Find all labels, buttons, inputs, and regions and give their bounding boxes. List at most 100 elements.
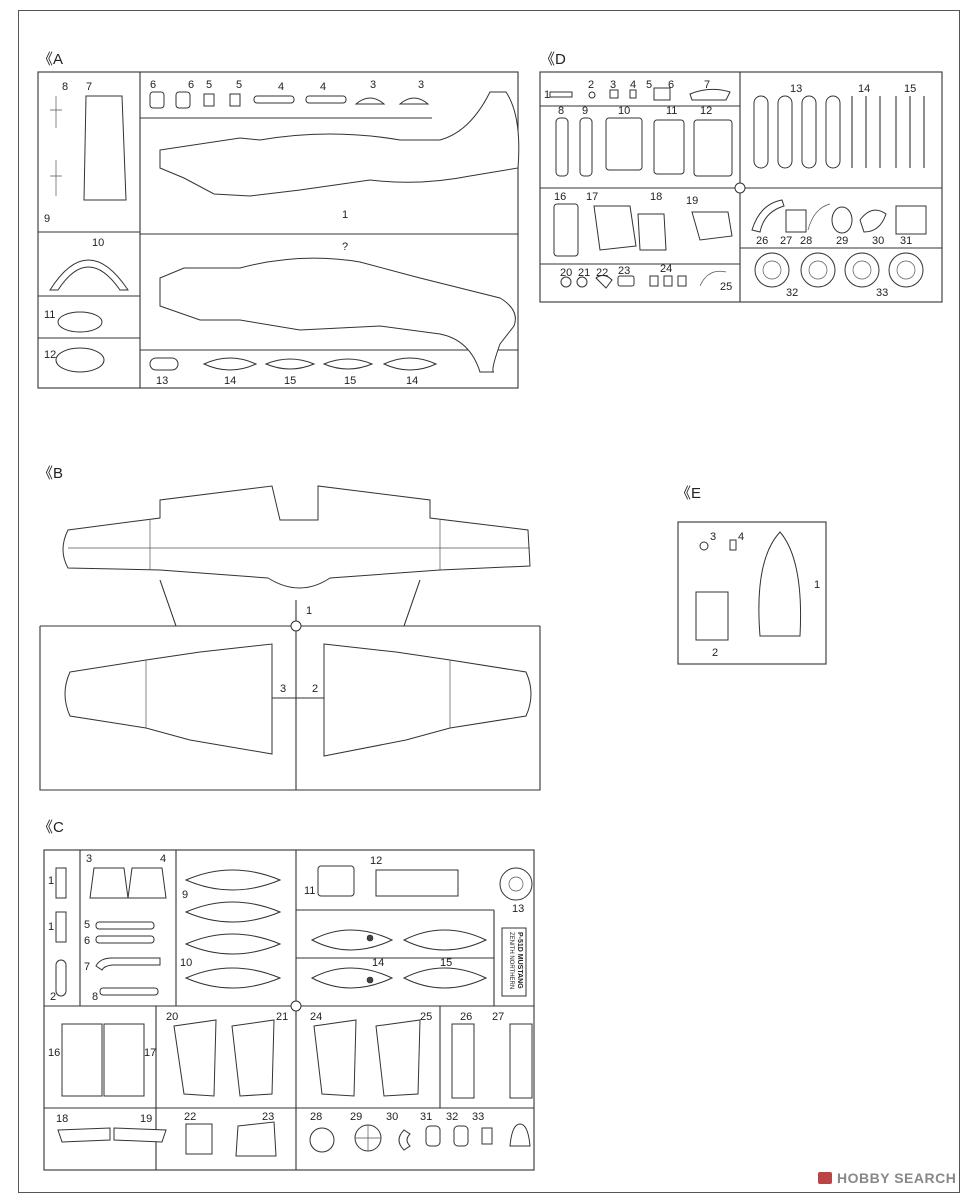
label-d-27: 27: [780, 235, 792, 247]
label-e-2: 2: [712, 647, 718, 659]
label-c-30: 30: [386, 1111, 398, 1123]
part-7-shape: [83, 95, 127, 201]
part-1-lower-wing: [62, 485, 531, 589]
tree-d-guns: [851, 96, 925, 168]
label-a-15a: 15: [284, 375, 296, 387]
tree-b-label: 《B: [38, 465, 63, 482]
label-c-11: 11: [304, 885, 315, 897]
label-a-14b: 14: [406, 375, 418, 387]
label-c-3: 3: [86, 853, 92, 865]
label-d-25: 25: [720, 281, 732, 293]
label-d-31: 31: [900, 235, 912, 247]
part-1-canopy: [758, 531, 802, 637]
tree-d-wheels: [754, 252, 924, 288]
label-a-15b: 15: [344, 375, 356, 387]
label-c-6: 6: [84, 935, 90, 947]
tree-d-frame: [539, 71, 943, 303]
tree-b: 《B 1 3 2: [38, 465, 541, 791]
label-d-29: 29: [836, 235, 848, 247]
tree-c-wheel-wells: [173, 1019, 421, 1097]
label-c-24: 24: [310, 1011, 322, 1023]
label-c-16: 16: [48, 1047, 60, 1059]
label-a-1: 1: [342, 209, 348, 221]
label-a-5b: 5: [236, 79, 242, 91]
label-c-14: 14: [372, 957, 384, 969]
label-d-4: 4: [630, 79, 636, 91]
tree-a-lower-parts: [149, 357, 438, 371]
tree-a-small-parts: [149, 91, 430, 109]
label-d-2: 2: [588, 79, 594, 91]
label-a-5a: 5: [206, 79, 212, 91]
label-c-26: 26: [460, 1011, 472, 1023]
part-1-fuselage-left: [159, 91, 520, 197]
label-d-15: 15: [904, 83, 916, 95]
tree-d-label: 《D: [540, 51, 566, 68]
part-3-upper-wing-left: [64, 643, 273, 755]
label-c-9: 9: [182, 889, 188, 901]
decal-sheet: ZENITH NORTHERN P-51D MUSTANG: [501, 927, 527, 997]
label-d-20: 20: [560, 267, 572, 279]
label-d-32: 32: [786, 287, 798, 299]
label-b-3: 3: [280, 683, 286, 695]
part-11-pilot: [57, 311, 103, 333]
label-c-25: 25: [420, 1011, 432, 1023]
tree-a: 《A: [37, 51, 520, 389]
label-d-26: 26: [756, 235, 768, 247]
label-c-13: 13: [512, 903, 524, 915]
label-c-7: 7: [84, 961, 90, 973]
label-a-10: 10: [92, 237, 104, 249]
tree-c-frame: [43, 849, 535, 1171]
label-a-11: 11: [44, 309, 55, 321]
label-c-19: 19: [140, 1113, 152, 1125]
tree-c-exhausts: [95, 921, 161, 996]
label-a-9: 9: [44, 213, 50, 225]
part-2-fuselage-right: [159, 257, 516, 373]
label-d-6: 6: [668, 79, 674, 91]
tree-c-label: 《C: [38, 819, 64, 836]
label-c-2: 2: [50, 991, 56, 1003]
label-a-3a: 3: [370, 79, 376, 91]
label-b-1: 1: [306, 605, 312, 617]
label-d-33: 33: [876, 287, 888, 299]
label-c-29: 29: [350, 1111, 362, 1123]
label-a-14a: 14: [224, 375, 236, 387]
label-a-6a: 6: [150, 79, 156, 91]
label-e-3: 3: [710, 531, 716, 543]
label-c-10: 10: [180, 957, 192, 969]
label-c-18: 18: [56, 1113, 68, 1125]
label-d-30: 30: [872, 235, 884, 247]
label-a-7: 7: [86, 81, 92, 93]
label-d-16: 16: [554, 191, 566, 203]
label-d-24: 24: [660, 263, 672, 275]
part-12-pilot: [55, 347, 105, 373]
part-2-upper-wing-right: [323, 643, 532, 757]
part-10-shape: [49, 259, 129, 291]
label-c-33: 33: [472, 1111, 484, 1123]
tree-a-label: 《A: [38, 51, 63, 68]
label-d-17: 17: [586, 191, 598, 203]
label-d-11: 11: [666, 105, 677, 117]
label-d-14: 14: [858, 83, 870, 95]
label-d-21: 21: [578, 267, 590, 279]
decal-line-2: P-51D MUSTANG: [516, 932, 523, 989]
label-d-3: 3: [610, 79, 616, 91]
label-d-19: 19: [686, 195, 698, 207]
label-c-1a: 1: [48, 875, 54, 887]
label-e-1: 1: [814, 579, 820, 591]
label-c-17: 17: [144, 1047, 156, 1059]
watermark-text: HOBBY SEARCH: [837, 1170, 957, 1186]
tree-e-frame: [677, 521, 827, 665]
part-2-windscreen: [695, 591, 729, 641]
label-d-22: 22: [596, 267, 608, 279]
watermark: HOBBY SEARCH: [818, 1170, 956, 1186]
label-c-5: 5: [84, 919, 90, 931]
tree-c-drop-tanks: [184, 869, 282, 989]
tree-d: 《D: [539, 51, 943, 303]
label-c-23: 23: [262, 1111, 274, 1123]
label-c-31: 31: [420, 1111, 432, 1123]
label-d-5: 5: [646, 79, 652, 91]
label-c-27: 27: [492, 1011, 504, 1023]
watermark-logo-icon: [818, 1172, 832, 1184]
tree-a-frame: [37, 71, 519, 389]
